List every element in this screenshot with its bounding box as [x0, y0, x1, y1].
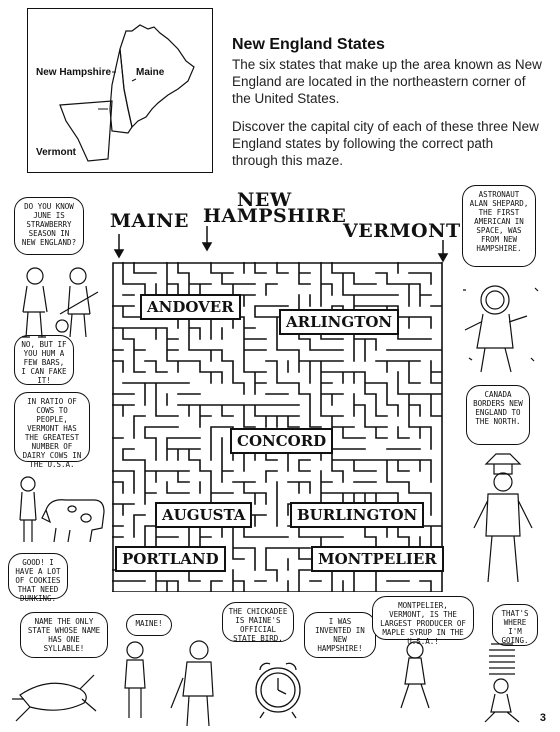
bubble-going: THAT'S WHERE I'M GOING. [492, 604, 538, 646]
girl-and-man-illustration [124, 640, 214, 727]
intro-title: New England States [232, 36, 385, 53]
city-portland[interactable]: PORTLAND [115, 546, 226, 572]
bubble-chickadee: THE CHICKADEE IS MAINE'S OFFICIAL STATE … [222, 602, 294, 643]
bubble-shepard: ASTRONAUT ALAN SHEPARD, THE FIRST AMERIC… [462, 185, 536, 267]
cow-and-boy-illustration [19, 476, 105, 543]
map-label-vermont: Vermont [36, 147, 77, 158]
astronaut-illustration [463, 285, 539, 373]
city-augusta[interactable]: AUGUSTA [155, 502, 253, 528]
bubble-syllable: NAME THE ONLY STATE WHOSE NAME HAS ONE S… [20, 612, 108, 658]
city-burlington[interactable]: BURLINGTON [290, 502, 425, 528]
bubble-invented: I WAS INVENTED IN NEW HAMPSHIRE! [304, 612, 376, 658]
bubble-cookies: GOOD! I HAVE A LOT OF COOKIES THAT NEED … [8, 553, 68, 603]
city-concord[interactable]: CONCORD [230, 428, 334, 454]
city-montpelier[interactable]: MONTPELIER [311, 546, 444, 572]
bubble-canada: CANADA BORDERS NEW ENGLAND TO THE NORTH. [466, 385, 530, 445]
city-andover[interactable]: ANDOVER [140, 294, 241, 320]
maze-entry-maine: MAINE [110, 210, 190, 232]
new-england-map: New Hampshire Maine Vermont [27, 8, 213, 173]
map-label-maine: Maine [136, 67, 165, 78]
maze-entry-hampshire: HAMPSHIRE [203, 205, 347, 227]
bubble-june: DO YOU KNOW JUNE IS STRAWBERRY SEASON IN… [14, 197, 84, 255]
bubble-maine: MAINE! [126, 614, 172, 636]
city-arlington[interactable]: ARLINGTON [279, 309, 400, 335]
maze-entry-new: NEW [237, 189, 292, 211]
alarm-clock-illustration [255, 662, 301, 719]
mountie-illustration [473, 453, 533, 583]
pancakes-runners-illustration [400, 641, 520, 723]
maze-entry-vermont: VERMONT [343, 220, 461, 242]
bubble-maple: MONTPELIER, VERMONT, IS THE LARGEST PROD… [372, 596, 474, 646]
bubble-hum: NO, BUT IF YOU HUM A FEW BARS, I CAN FAK… [14, 335, 74, 385]
intro-paragraph-2: Discover the capital city of each of the… [232, 119, 539, 168]
lobster-illustration [12, 674, 97, 722]
intro-paragraph-1: The six states that make up the area kno… [232, 57, 542, 106]
map-label-new-hampshire: New Hampshire [36, 67, 112, 78]
map-outline-graphic [59, 24, 195, 162]
page-number: 3 [539, 712, 546, 724]
boys-with-guitar-illustration [22, 267, 99, 338]
bubble-cows: IN RATIO OF COWS TO PEOPLE, VERMONT HAS … [14, 392, 90, 469]
